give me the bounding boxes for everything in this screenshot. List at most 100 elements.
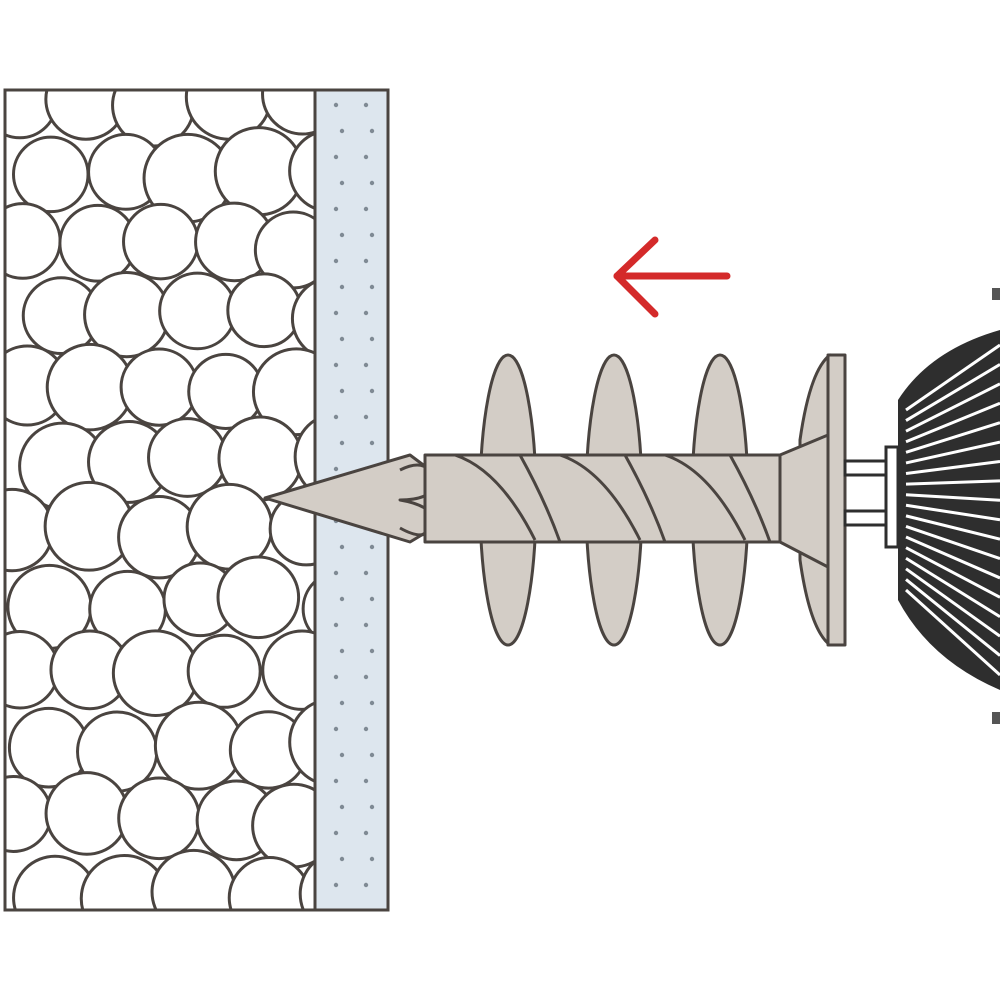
board-dot	[369, 232, 375, 238]
bit-ridge	[905, 503, 1000, 522]
board-dot	[333, 622, 339, 628]
board-dot	[339, 856, 345, 862]
board-dot	[363, 622, 369, 628]
board-dot	[369, 284, 375, 290]
foam-bead	[5, 202, 62, 280]
board-dot	[333, 362, 339, 368]
board-dot	[369, 648, 375, 654]
foam-bead	[117, 776, 201, 861]
bit-ridge	[905, 535, 1000, 580]
bit-ridge	[905, 556, 1000, 619]
bit-ridge	[905, 382, 1000, 433]
board-dot	[363, 414, 369, 420]
board-dot	[333, 726, 339, 732]
board-dot	[339, 232, 345, 238]
insulation-layer	[3, 88, 317, 912]
foam-bead	[251, 347, 315, 437]
board-dot	[363, 726, 369, 732]
board-dot	[339, 544, 345, 550]
screwdriver-bit-icon	[843, 288, 1000, 724]
board-dot	[339, 596, 345, 602]
foam-bead	[288, 131, 315, 210]
board-dot	[333, 778, 339, 784]
foam-bead	[227, 855, 312, 910]
board-dot	[363, 310, 369, 316]
bit-ridge	[905, 546, 1000, 599]
arrow-left-icon	[613, 236, 731, 318]
board-dot	[333, 154, 339, 160]
board-dot	[363, 258, 369, 264]
board-dot	[339, 284, 345, 290]
foam-bead	[261, 90, 315, 136]
foam-bead	[111, 629, 200, 717]
board-dot	[339, 648, 345, 654]
board-dot	[339, 700, 345, 706]
bit-ridge	[905, 514, 1000, 541]
board-dot	[339, 388, 345, 394]
board-dot	[333, 258, 339, 264]
board-dot	[363, 830, 369, 836]
board-dot	[333, 414, 339, 420]
foam-bead	[150, 848, 237, 910]
board-dot	[369, 128, 375, 134]
bit-ridge	[905, 421, 1000, 454]
board-dot	[333, 102, 339, 108]
board-dot	[333, 882, 339, 888]
bit-ridge	[905, 525, 1000, 560]
foam-bead	[226, 272, 303, 349]
bit-ridge	[905, 401, 1000, 444]
board-dot	[369, 596, 375, 602]
board-dot	[369, 336, 375, 342]
foam-bead	[290, 280, 315, 357]
bit-ridge	[905, 440, 1000, 465]
board-dot	[369, 440, 375, 446]
board-dot	[363, 102, 369, 108]
foam-beads	[5, 90, 315, 910]
board-dot	[363, 206, 369, 212]
board-dot	[339, 336, 345, 342]
board-dot	[369, 856, 375, 862]
bit-ridge	[905, 363, 1000, 422]
board-dot	[363, 570, 369, 576]
foam-bead	[122, 202, 200, 281]
bit-ridge	[905, 459, 1000, 476]
board-dot	[339, 128, 345, 134]
board-dot	[333, 570, 339, 576]
board-dot	[339, 804, 345, 810]
board-dot	[363, 674, 369, 680]
board-dot	[339, 440, 345, 446]
foam-bead	[11, 135, 90, 214]
board-dot	[333, 830, 339, 836]
board-dot	[369, 388, 375, 394]
board-dot	[363, 362, 369, 368]
board-dot	[363, 778, 369, 784]
bit-ridge	[905, 343, 1000, 412]
board-dot	[363, 882, 369, 888]
bit-ridge	[904, 588, 1000, 677]
board-dot	[369, 804, 375, 810]
board-dot	[369, 180, 375, 186]
board-dot	[369, 752, 375, 758]
board-dot	[333, 206, 339, 212]
bit-ridge	[905, 493, 1000, 502]
foam-bead	[293, 418, 315, 496]
foam-bead	[44, 771, 130, 856]
foam-bead	[186, 633, 262, 709]
board-dot	[363, 154, 369, 160]
bit-ridge	[905, 567, 1000, 638]
foam-bead	[119, 347, 199, 427]
foam-bead	[288, 701, 315, 783]
foam-bead	[158, 271, 237, 351]
foam-bead	[301, 579, 315, 639]
board-dot	[339, 180, 345, 186]
foam-bead	[147, 417, 228, 498]
foam-bead	[298, 859, 315, 910]
board-dot	[369, 700, 375, 706]
bit-ridge	[905, 479, 1000, 486]
bit-ridge	[905, 578, 1000, 657]
board-dot	[333, 466, 339, 472]
foam-bead	[261, 629, 315, 711]
foam-bead	[216, 555, 301, 640]
